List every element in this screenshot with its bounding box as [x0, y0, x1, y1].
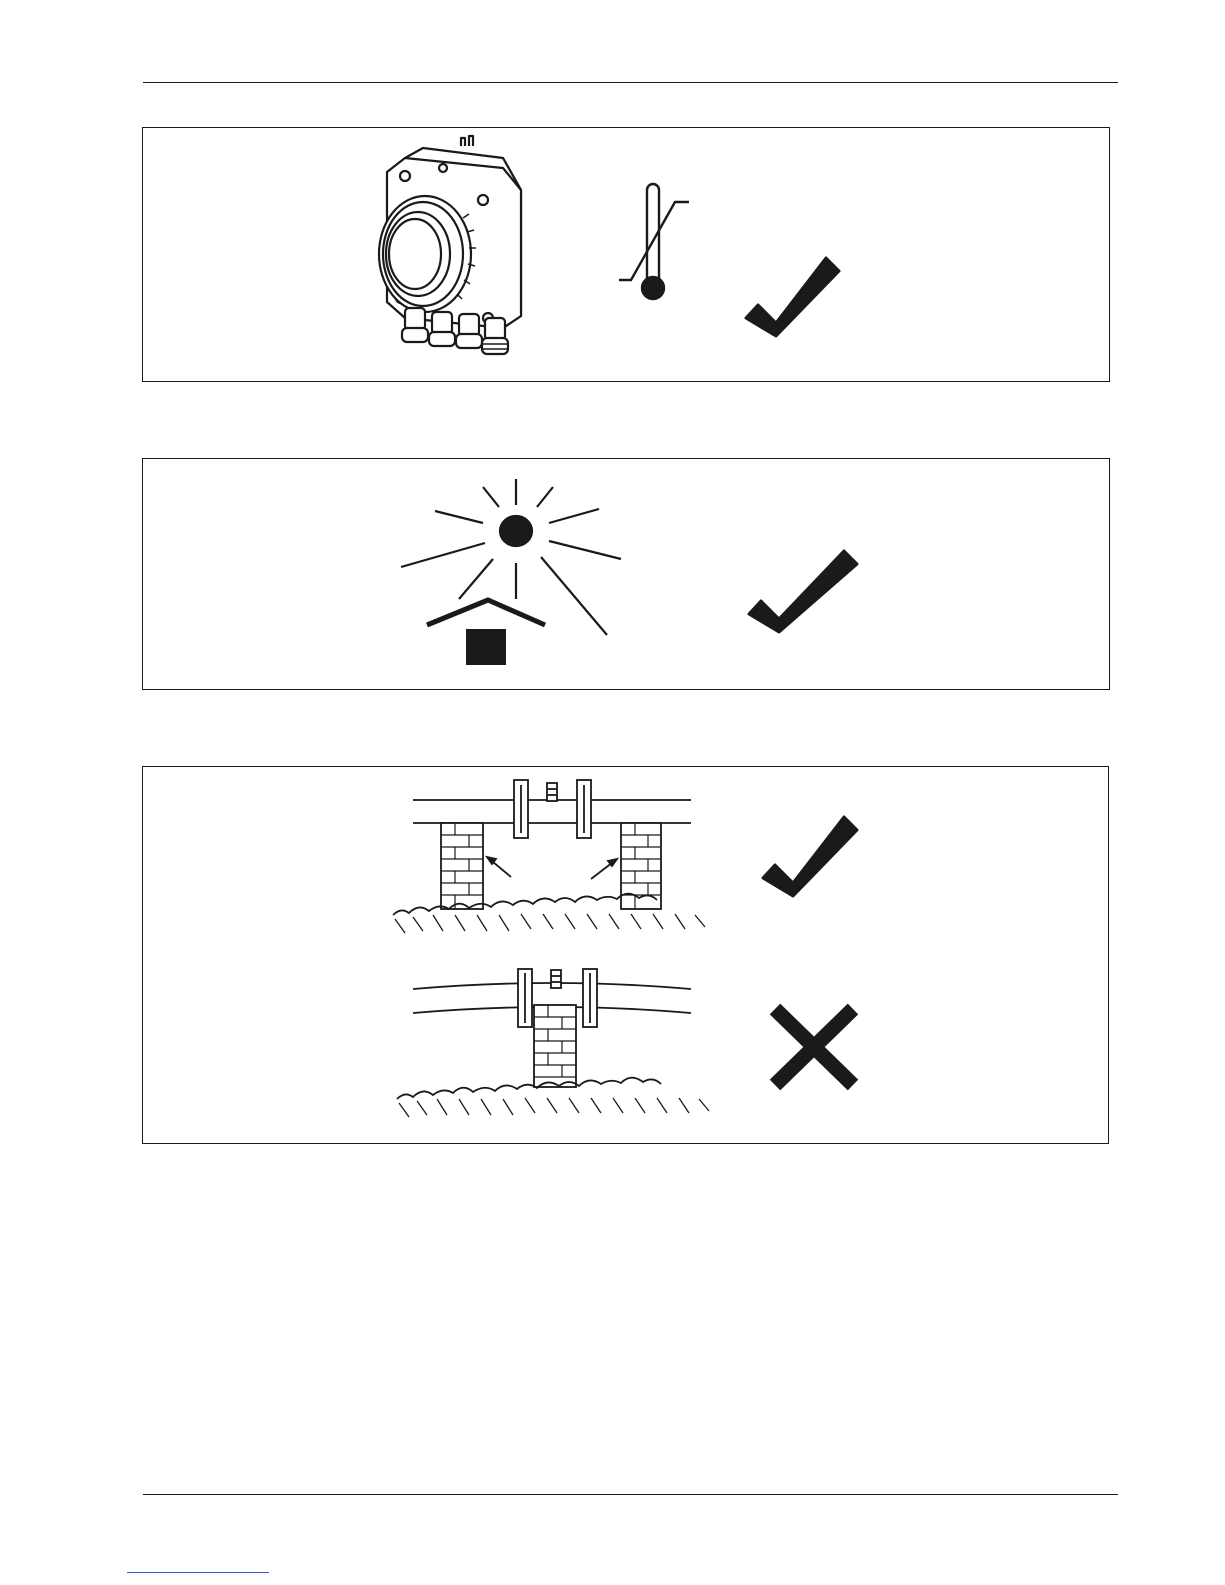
roof-shelter-icon — [427, 600, 545, 665]
footer-link-underline[interactable] — [127, 1572, 269, 1573]
footer-rule — [143, 1494, 1118, 1495]
cross-mark-icon — [775, 1009, 853, 1085]
panel-3-illustration — [143, 767, 1109, 1144]
check-mark-icon — [746, 258, 839, 336]
header-rule — [143, 82, 1118, 83]
panel-2-illustration — [143, 459, 1110, 690]
panel-ambient-temperature — [142, 127, 1110, 382]
panel-1-illustration — [143, 128, 1110, 382]
check-mark-icon — [763, 817, 857, 896]
pipe-supports-icon — [397, 969, 709, 1117]
check-mark-icon — [749, 551, 857, 632]
thermometer-icon — [619, 184, 689, 299]
panel-sun-protection — [142, 458, 1110, 690]
pipe-supports-icon — [393, 780, 705, 933]
transmitter-housing-icon — [379, 136, 521, 354]
panel-pipe-support — [142, 766, 1109, 1144]
